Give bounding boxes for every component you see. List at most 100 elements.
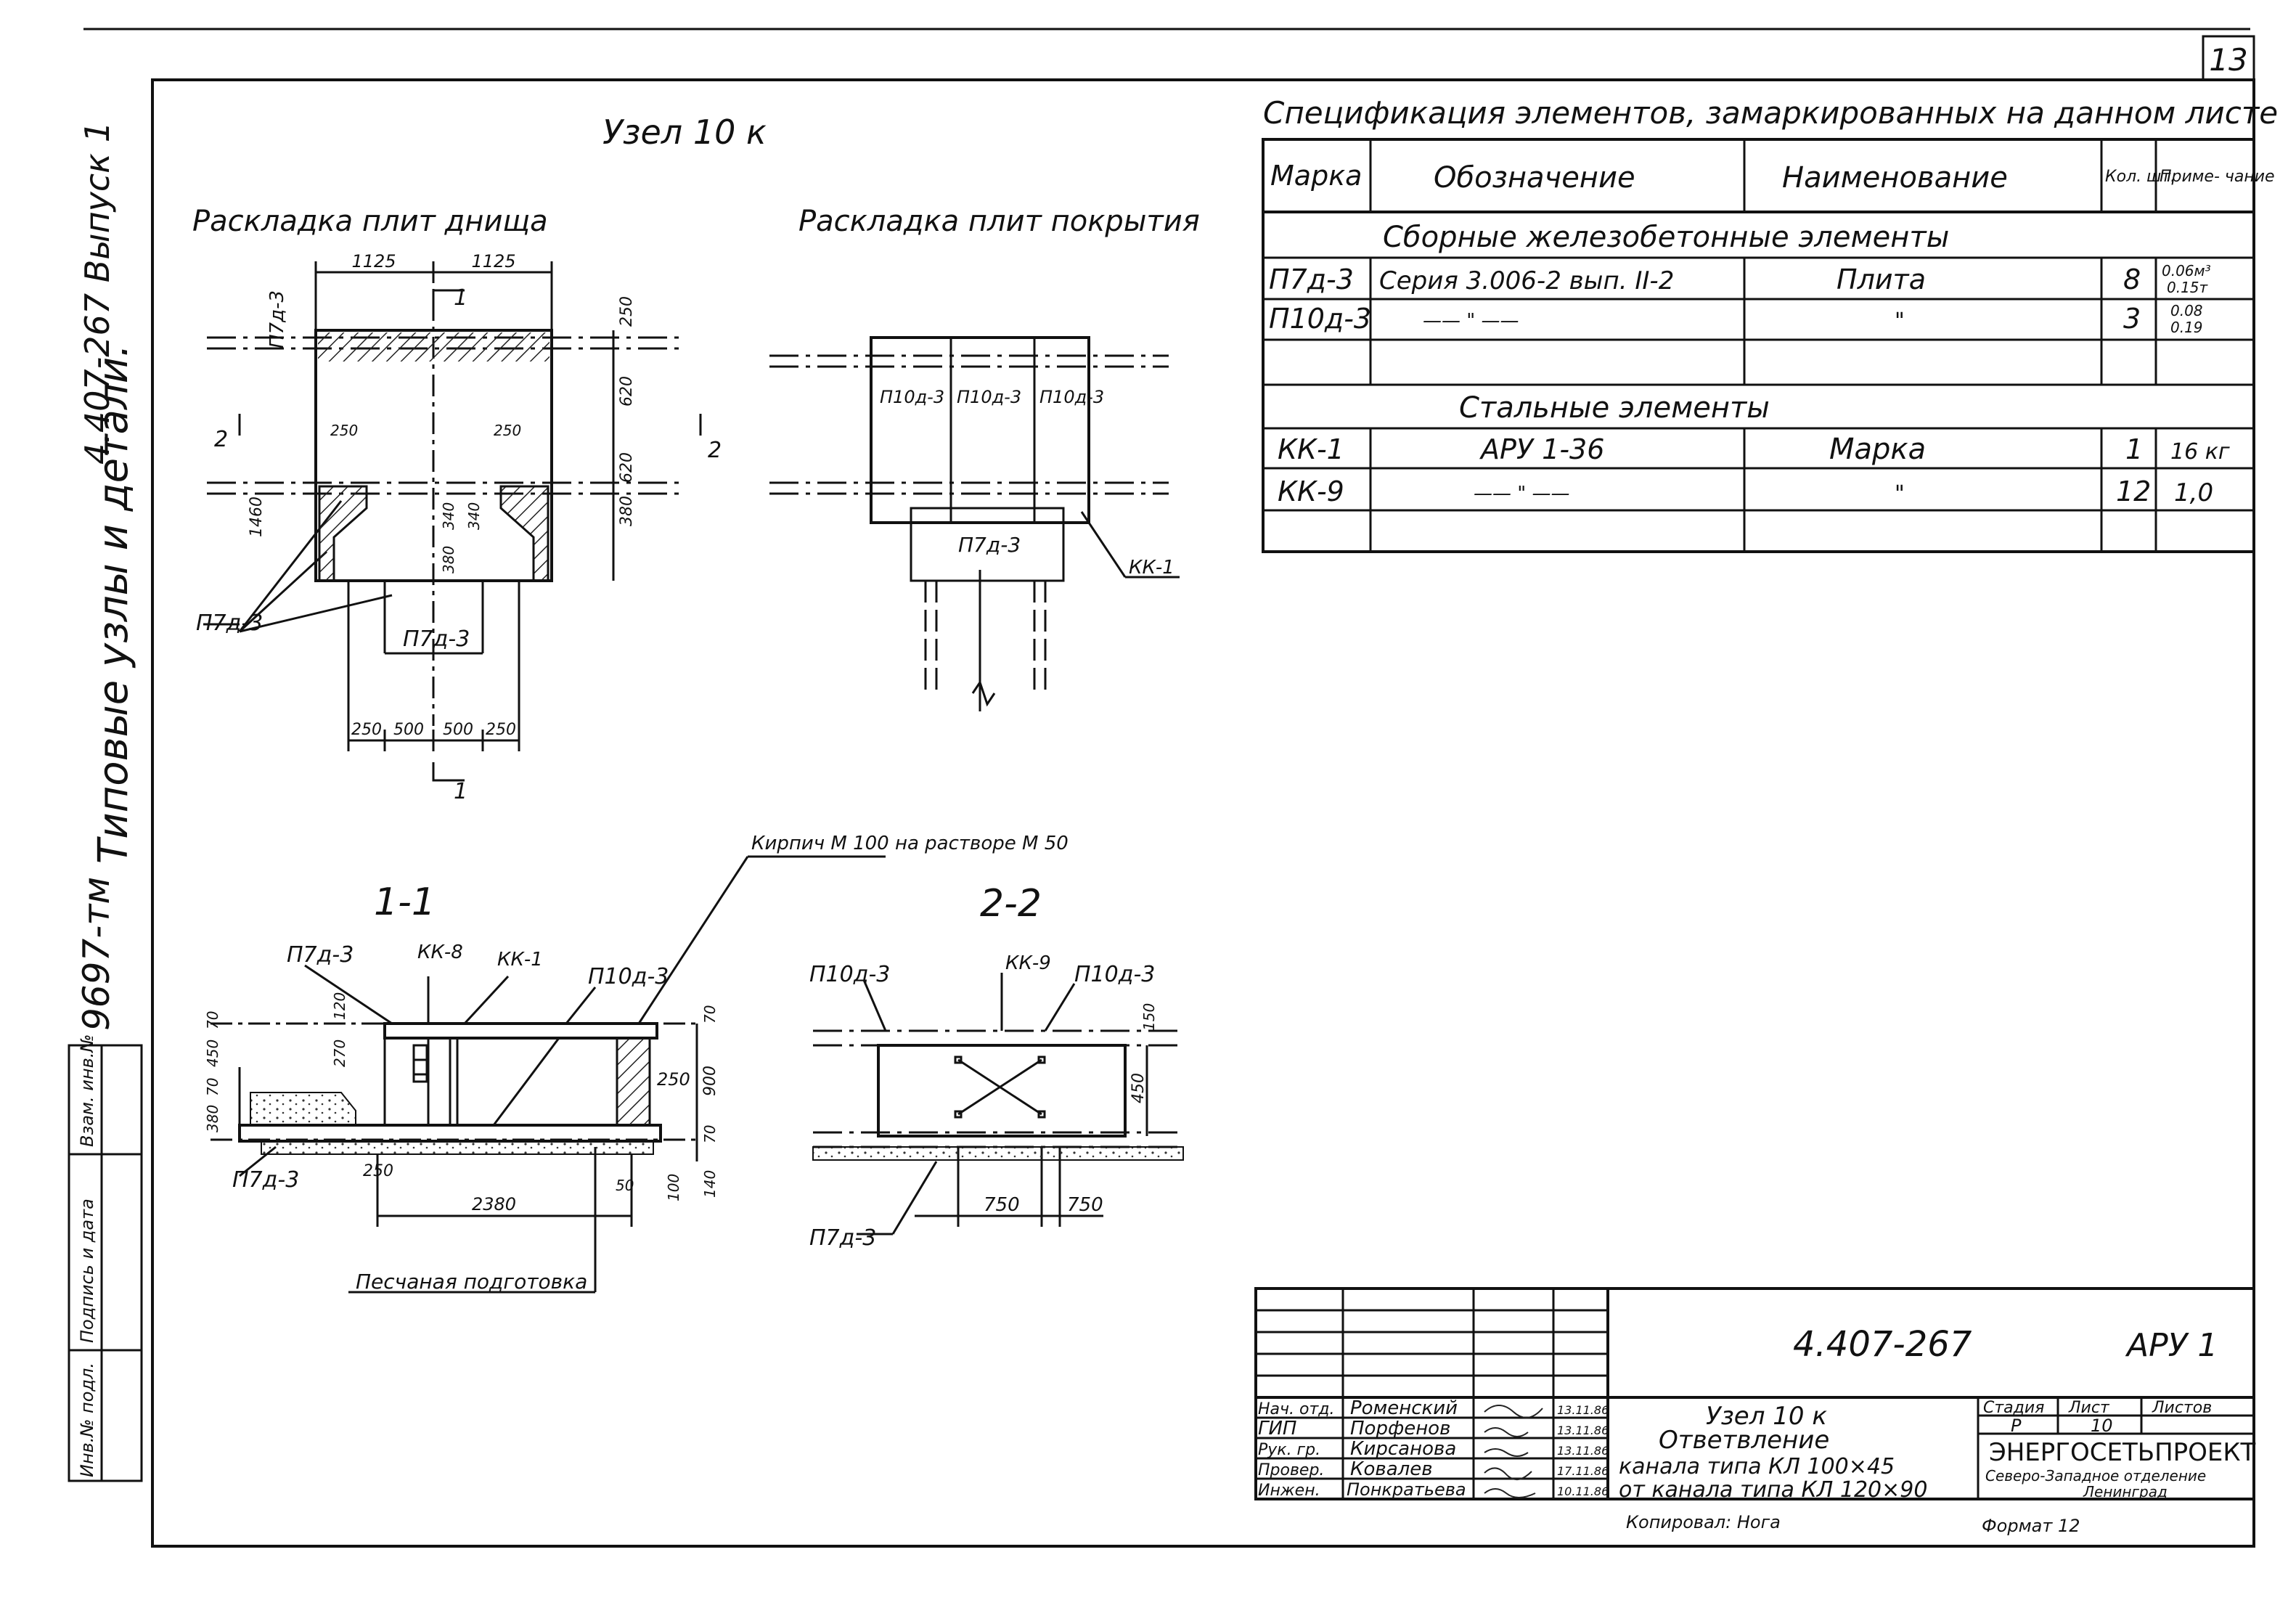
signature-marks: [1484, 1405, 1543, 1498]
s22-dim-4: 750: [1067, 1194, 1103, 1216]
tb-stage-value: Р: [2011, 1416, 2022, 1436]
tb-role-1: Нач. отд.: [1258, 1400, 1335, 1418]
s11-label-p10: П10д-3: [588, 964, 669, 989]
s11-dim-bottom-1: 250: [363, 1162, 393, 1180]
spec-header-qty: Кол. шт.: [2105, 168, 2176, 186]
bottom-dim-bottom-4: 250: [486, 721, 516, 739]
s11-dim-inner-3: 250: [657, 1069, 690, 1090]
s11-dim-left-3: 70: [204, 1078, 221, 1096]
s11-dim-bottom-2: 2380: [472, 1194, 516, 1214]
section-mark-2-left: 2: [214, 427, 228, 452]
s11-dim-bottom-4: 100: [665, 1174, 682, 1201]
tb-copied: Копировал: Нога: [1626, 1512, 1781, 1532]
spec-group-precast: Сборные железобетонные элементы: [1383, 221, 1949, 254]
spec-header-mark: Марка: [1270, 160, 1362, 192]
top-plan: Раскладка плит покрытия П10д-3 П10д-3 П1…: [769, 205, 1200, 711]
spec-group-steel: Стальные элементы: [1459, 391, 1770, 425]
bottom-dim-bottom-1: 250: [351, 721, 382, 739]
top-plan-title: Раскладка плит покрытия: [798, 205, 1200, 238]
sand-bedding-note: Песчаная подготовка: [356, 1270, 587, 1294]
s11-label-p7-top: П7д-3: [287, 942, 354, 968]
stamp-cell-replaces: Взам. инв.№: [77, 1034, 97, 1147]
s22-label-p7: П7д-3: [809, 1225, 876, 1251]
bottom-dim-bottom-3: 500: [443, 721, 473, 739]
bottom-dim-top-2: 1125: [471, 251, 515, 271]
s11-label-kk8: КК-8: [417, 942, 463, 963]
section-2-2: 2-2 П10д-3 КК-9 П10д-3: [809, 882, 1184, 1251]
top-label-branch-slab: П7д-3: [958, 533, 1021, 557]
tb-name-4: Ковалев: [1350, 1458, 1433, 1480]
spec-row4-designation: —— " ——: [1474, 483, 1570, 505]
s11-dim-left-4: 380: [204, 1105, 221, 1132]
tb-format: Формат 12: [1982, 1516, 2080, 1536]
spec-header-name: Наименование: [1782, 161, 2008, 195]
bottom-plan: Раскладка плит днища: [192, 205, 722, 804]
title-doc-code: АРУ 1: [2125, 1327, 2218, 1364]
specification-table: Спецификация элементов, замаркированных …: [1262, 95, 2278, 553]
bottom-dim-inner-4: 340: [440, 502, 457, 530]
tb-date-5: 10.11.86: [1557, 1484, 1609, 1498]
s11-dim-inner-1: 120: [331, 992, 348, 1020]
bottom-dim-right-4: 380: [618, 496, 636, 526]
tb-date-1: 13.11.86: [1557, 1403, 1609, 1417]
tb-org-city: Ленинград: [2083, 1483, 2168, 1500]
spec-row4-qty: 12: [2116, 475, 2151, 507]
bottom-dim-inner-5: 340: [465, 502, 483, 530]
tb-date-2: 13.11.86: [1557, 1424, 1609, 1437]
spec-row2-name: ": [1895, 309, 1905, 334]
bottom-dim-bottom-2: 500: [393, 721, 424, 739]
section-mark-2-right: 2: [708, 438, 722, 463]
s22-dim-1: 150: [1140, 1003, 1158, 1031]
spec-row1-note2: 0.15т: [2167, 279, 2209, 296]
spec-header-note: Приме- чание: [2160, 168, 2275, 186]
tb-role-4: Провер.: [1258, 1461, 1324, 1479]
tb-desc-2: Ответвление: [1659, 1426, 1829, 1455]
tb-desc-1: Узел 10 к: [1706, 1402, 1827, 1431]
inventory-number: 9697-тм: [75, 877, 118, 1031]
spec-row2-designation: —— " ——: [1423, 310, 1519, 332]
s22-label-p10-right: П10д-3: [1074, 962, 1155, 987]
bottom-dim-right-2: 620: [618, 376, 636, 407]
spec-row1-designation: Серия 3.006-2 вып. II-2: [1379, 266, 1674, 295]
spec-row3-mark: КК-1: [1278, 433, 1344, 465]
tb-sheet-value: 10: [2091, 1416, 2113, 1436]
s22-dim-3: 750: [984, 1194, 1020, 1216]
sheet-number: 13: [2209, 42, 2247, 78]
s11-dim-left-1: 70: [204, 1011, 221, 1029]
section-1-1: 1-1 Кирпич М 100 на растворе М 50: [204, 833, 1069, 1294]
s11-dim-right-4: 140: [701, 1170, 719, 1198]
tb-desc-4: от канала типа КЛ 120×90: [1619, 1477, 1927, 1503]
top-slab-2: П10д-3: [957, 387, 1021, 407]
bottom-dim-top-1: 1125: [351, 251, 396, 271]
tb-role-3: Рук. гр.: [1258, 1441, 1320, 1459]
bottom-dim-inner-1: 250: [330, 422, 358, 439]
spec-row3-qty: 1: [2125, 433, 2143, 465]
s11-dim-right-3: 70: [701, 1125, 719, 1143]
bottom-dim-inner-6: 380: [440, 546, 457, 573]
top-slab-1: П10д-3: [880, 387, 944, 407]
title-block: 4.407-267 АРУ 1 Нач. отд. Роменский 13.1…: [1254, 1287, 2256, 1536]
s11-dim-bottom-3: 50: [616, 1177, 634, 1194]
s22-label-kk9: КК-9: [1005, 952, 1051, 974]
tb-org-branch: Северо-Западное отделение: [1985, 1467, 2206, 1484]
s11-dim-inner-2: 270: [331, 1040, 348, 1067]
spec-row3-note: 16 кг: [2170, 439, 2230, 465]
tb-role-5: Инжен.: [1258, 1482, 1320, 1500]
section-1-1-brick-note: Кирпич М 100 на растворе М 50: [751, 833, 1069, 854]
s11-dim-left-2: 450: [204, 1040, 221, 1067]
tb-name-2: Порфенов: [1350, 1418, 1450, 1439]
bottom-dim-right-3: 620: [618, 452, 636, 483]
series-title: Типовые узлы и детали.: [90, 344, 137, 864]
stamp-cell-signature: Подпись и дата: [77, 1198, 97, 1343]
section-2-2-title: 2-2: [980, 882, 1042, 926]
tb-role-2: ГИП: [1258, 1418, 1297, 1439]
s22-dim-2: 450: [1129, 1073, 1148, 1103]
spec-row2-note2: 0.19: [2170, 319, 2203, 336]
section-mark-1-top: 1: [454, 285, 467, 311]
spec-row2-qty: 3: [2123, 303, 2141, 335]
issue-label: 4.407-267 Выпуск 1: [78, 121, 117, 465]
left-margin: 4.407-267 Выпуск 1 Типовые узлы и детали…: [68, 121, 143, 1482]
spec-row2-note1: 0.08: [2170, 302, 2203, 319]
spec-row1-mark: П7д-3: [1269, 264, 1354, 295]
title-doc-number: 4.407-267: [1793, 1324, 1972, 1365]
